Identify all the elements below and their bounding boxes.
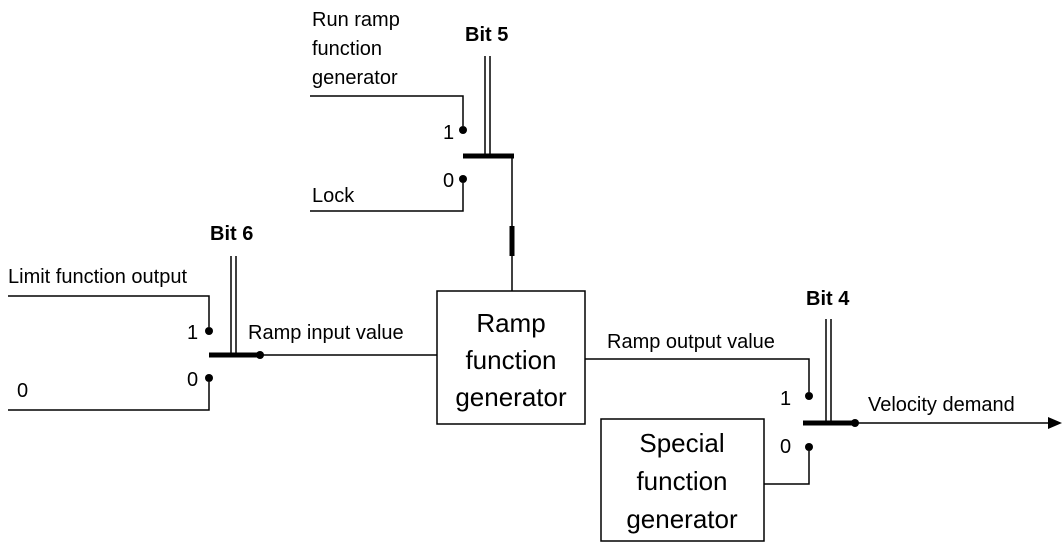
special-function-generator-block — [600, 418, 765, 542]
ramp-block-line2: function — [465, 345, 556, 375]
run-ramp-wire — [310, 95, 464, 126]
zero-input-wire — [8, 382, 210, 411]
ramp-block-line3: generator — [455, 382, 567, 412]
bit5-contact-0 — [459, 175, 467, 183]
lock-label: Lock — [312, 185, 355, 207]
limit-function-output-label: Limit function output — [8, 266, 187, 288]
bit4-pos0-label: 0 — [780, 436, 791, 458]
bit6-title: Bit 6 — [210, 223, 253, 245]
special-block-line1: Special — [639, 428, 724, 458]
run-ramp-label-line1: Run ramp — [312, 9, 400, 31]
bit5-pos0-label: 0 — [443, 170, 454, 192]
ramp-block-line1: Ramp — [476, 308, 545, 338]
zero-input-label: 0 — [17, 380, 28, 402]
bit6-contact-0 — [205, 374, 213, 382]
velocity-demand-label: Velocity demand — [868, 394, 1015, 416]
special-output-wire — [764, 451, 810, 485]
lock-wire — [310, 183, 464, 212]
bit4-contact-0 — [805, 443, 813, 451]
bit4-pos1-label: 1 — [780, 388, 791, 410]
run-ramp-label-line2: function — [312, 38, 382, 60]
ramp-input-value-label: Ramp input value — [248, 322, 404, 344]
special-block-line2: function — [636, 466, 727, 496]
ramp-output-value-label: Ramp output value — [607, 331, 775, 353]
velocity-demand-arrow-icon — [1048, 417, 1062, 429]
limit-output-wire — [8, 295, 210, 327]
bit5-title: Bit 5 — [465, 24, 508, 46]
bit4-title: Bit 4 — [806, 288, 850, 310]
bit5-pos1-label: 1 — [443, 122, 454, 144]
bit5-contact-1 — [459, 126, 467, 134]
bit6-pos1-label: 1 — [187, 322, 198, 344]
bit6-contact-1 — [205, 327, 213, 335]
bit4-contact-1 — [805, 392, 813, 400]
special-block-line3: generator — [626, 504, 738, 534]
ramp-output-wire — [585, 358, 810, 392]
ramp-function-generator-block — [436, 290, 586, 425]
bit6-pos0-label: 0 — [187, 369, 198, 391]
run-ramp-label-line3: generator — [312, 67, 398, 89]
